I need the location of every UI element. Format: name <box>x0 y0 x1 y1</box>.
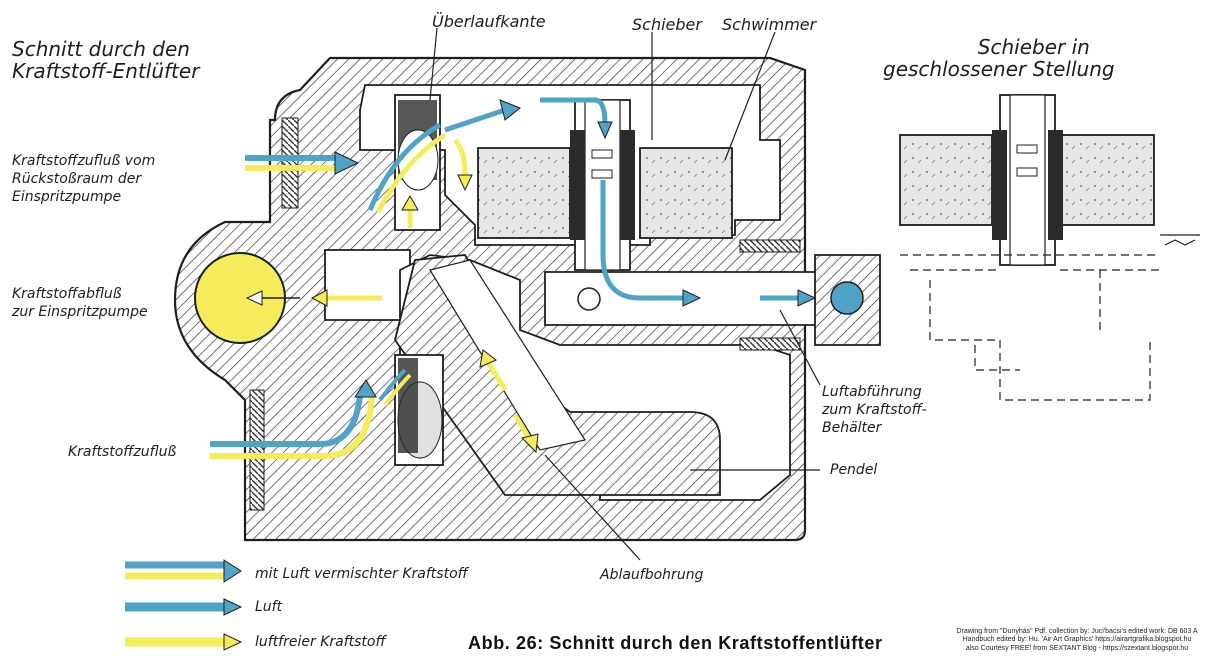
legend-arrow-mixed <box>125 559 242 583</box>
arrow-pendulum-up <box>485 360 508 392</box>
arrow-fuel-down <box>453 138 468 176</box>
legend-label-air: Luft <box>255 599 283 615</box>
outlet-channel <box>324 249 411 321</box>
inset-title: Schieber in geschlossener Stellung <box>883 36 1115 80</box>
label-luftabfuehrung-line2: zum Kraftstoff- <box>822 402 927 418</box>
label-abfluss-line1: Kraftstoffabfluß <box>12 286 122 302</box>
legend-label-mixed: mit Luft vermischter Kraftstoff <box>255 566 468 582</box>
diagram-title-line2: Kraftstoff-Entlüfter <box>12 59 200 83</box>
diagram-title-line1: Schnitt durch den <box>12 37 190 61</box>
float-left <box>477 147 571 239</box>
credits-line1: Drawing from "Dunyhás" Pdf. collection b… <box>956 628 1198 635</box>
arrow-air-valve <box>540 97 608 126</box>
credits-line3: also Courtesy FREE! from SEXTANT Blog - … <box>965 644 1189 652</box>
float-right <box>639 147 733 239</box>
leader-lines <box>429 27 821 561</box>
arrow-valve-up-mixed <box>367 122 442 211</box>
label-zufluss-rueck-line2: Rückstoßraum der <box>12 171 142 187</box>
flow-arrows <box>210 97 817 459</box>
legend-arrow-fuel <box>125 633 243 651</box>
label-schwimmer: Schwimmer <box>722 15 817 34</box>
legend-arrows <box>125 559 243 651</box>
air-outlet-bore <box>830 281 864 315</box>
label-zufluss: Kraftstoffzufluß <box>68 444 177 460</box>
label-zufluss-rueck-line1: Kraftstoffzufluß vom <box>12 153 156 169</box>
legend-label-fuel: luftfreier Kraftstoff <box>255 634 386 650</box>
label-abfluss-line2: zur Einspritzpumpe <box>12 304 148 320</box>
arrow-inlet-bottom-mixed <box>210 394 363 447</box>
inset-closed-valve <box>899 94 1200 401</box>
credits: Drawing from "Dunyhás" Pdf. collection b… <box>934 628 1220 653</box>
legend-arrow-air <box>125 598 243 616</box>
inset-title-line1: Schieber in <box>977 35 1090 59</box>
figure-caption: Abb. 26: Schnitt durch den Kraftstoffent… <box>468 633 883 653</box>
label-abfluss: Kraftstoffabfluß zur Einspritzpumpe <box>12 285 148 321</box>
label-zufluss-rueckstossraum: Kraftstoffzufluß vom Rückstoßraum der Ei… <box>12 152 155 206</box>
label-ueberlaufkante: Überlaufkante <box>432 12 546 31</box>
label-ablaufbohrung: Ablaufbohrung <box>600 567 704 583</box>
arrow-air-top <box>444 107 506 133</box>
thread-right-lower <box>739 337 801 351</box>
arrow-pendulum-down <box>512 413 533 442</box>
label-zufluss-rueck-line3: Einspritzpumpe <box>12 189 122 205</box>
diagram-title: Schnitt durch den Kraftstoff-Entlüfter <box>12 38 199 82</box>
arrow-lower-valve <box>378 368 407 402</box>
label-schieber: Schieber <box>632 15 702 34</box>
thread-top-inlet <box>281 117 299 209</box>
inset-title-line2: geschlossener Stellung <box>883 57 1115 81</box>
thread-bottom-inlet <box>249 389 265 511</box>
label-pendel: Pendel <box>830 462 878 478</box>
label-luftabfuehrung-line1: Luftabführung <box>822 384 922 400</box>
thread-right <box>739 239 801 253</box>
credits-line2: Handbuch edited by: Hu. 'Air Art Graphic… <box>962 636 1192 644</box>
valve-ball <box>577 287 601 311</box>
label-luftabfuehrung: Luftabführung zum Kraftstoff- Behälter <box>822 383 927 437</box>
label-luftabfuehrung-line3: Behälter <box>822 420 882 436</box>
